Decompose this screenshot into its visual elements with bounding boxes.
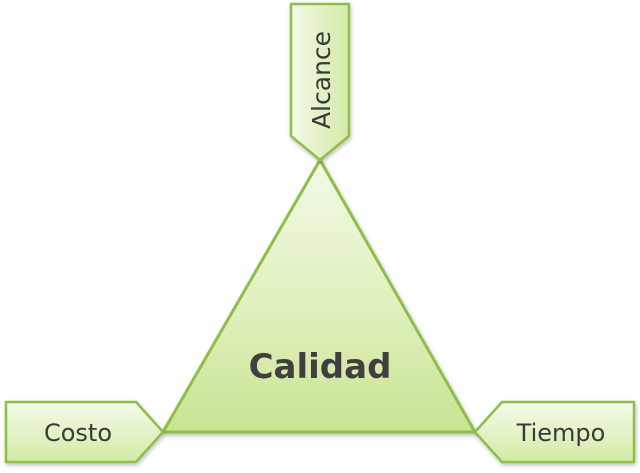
- time-label: Tiempo: [516, 419, 606, 447]
- time-tag: [473, 400, 636, 464]
- quality-label: Calidad: [249, 347, 392, 387]
- cost-label: Costo: [44, 419, 112, 447]
- cost-tag: [4, 400, 165, 464]
- scope-label: Alcance: [307, 31, 336, 129]
- scope-tag: [289, 2, 351, 162]
- quality-triangle: [161, 158, 477, 434]
